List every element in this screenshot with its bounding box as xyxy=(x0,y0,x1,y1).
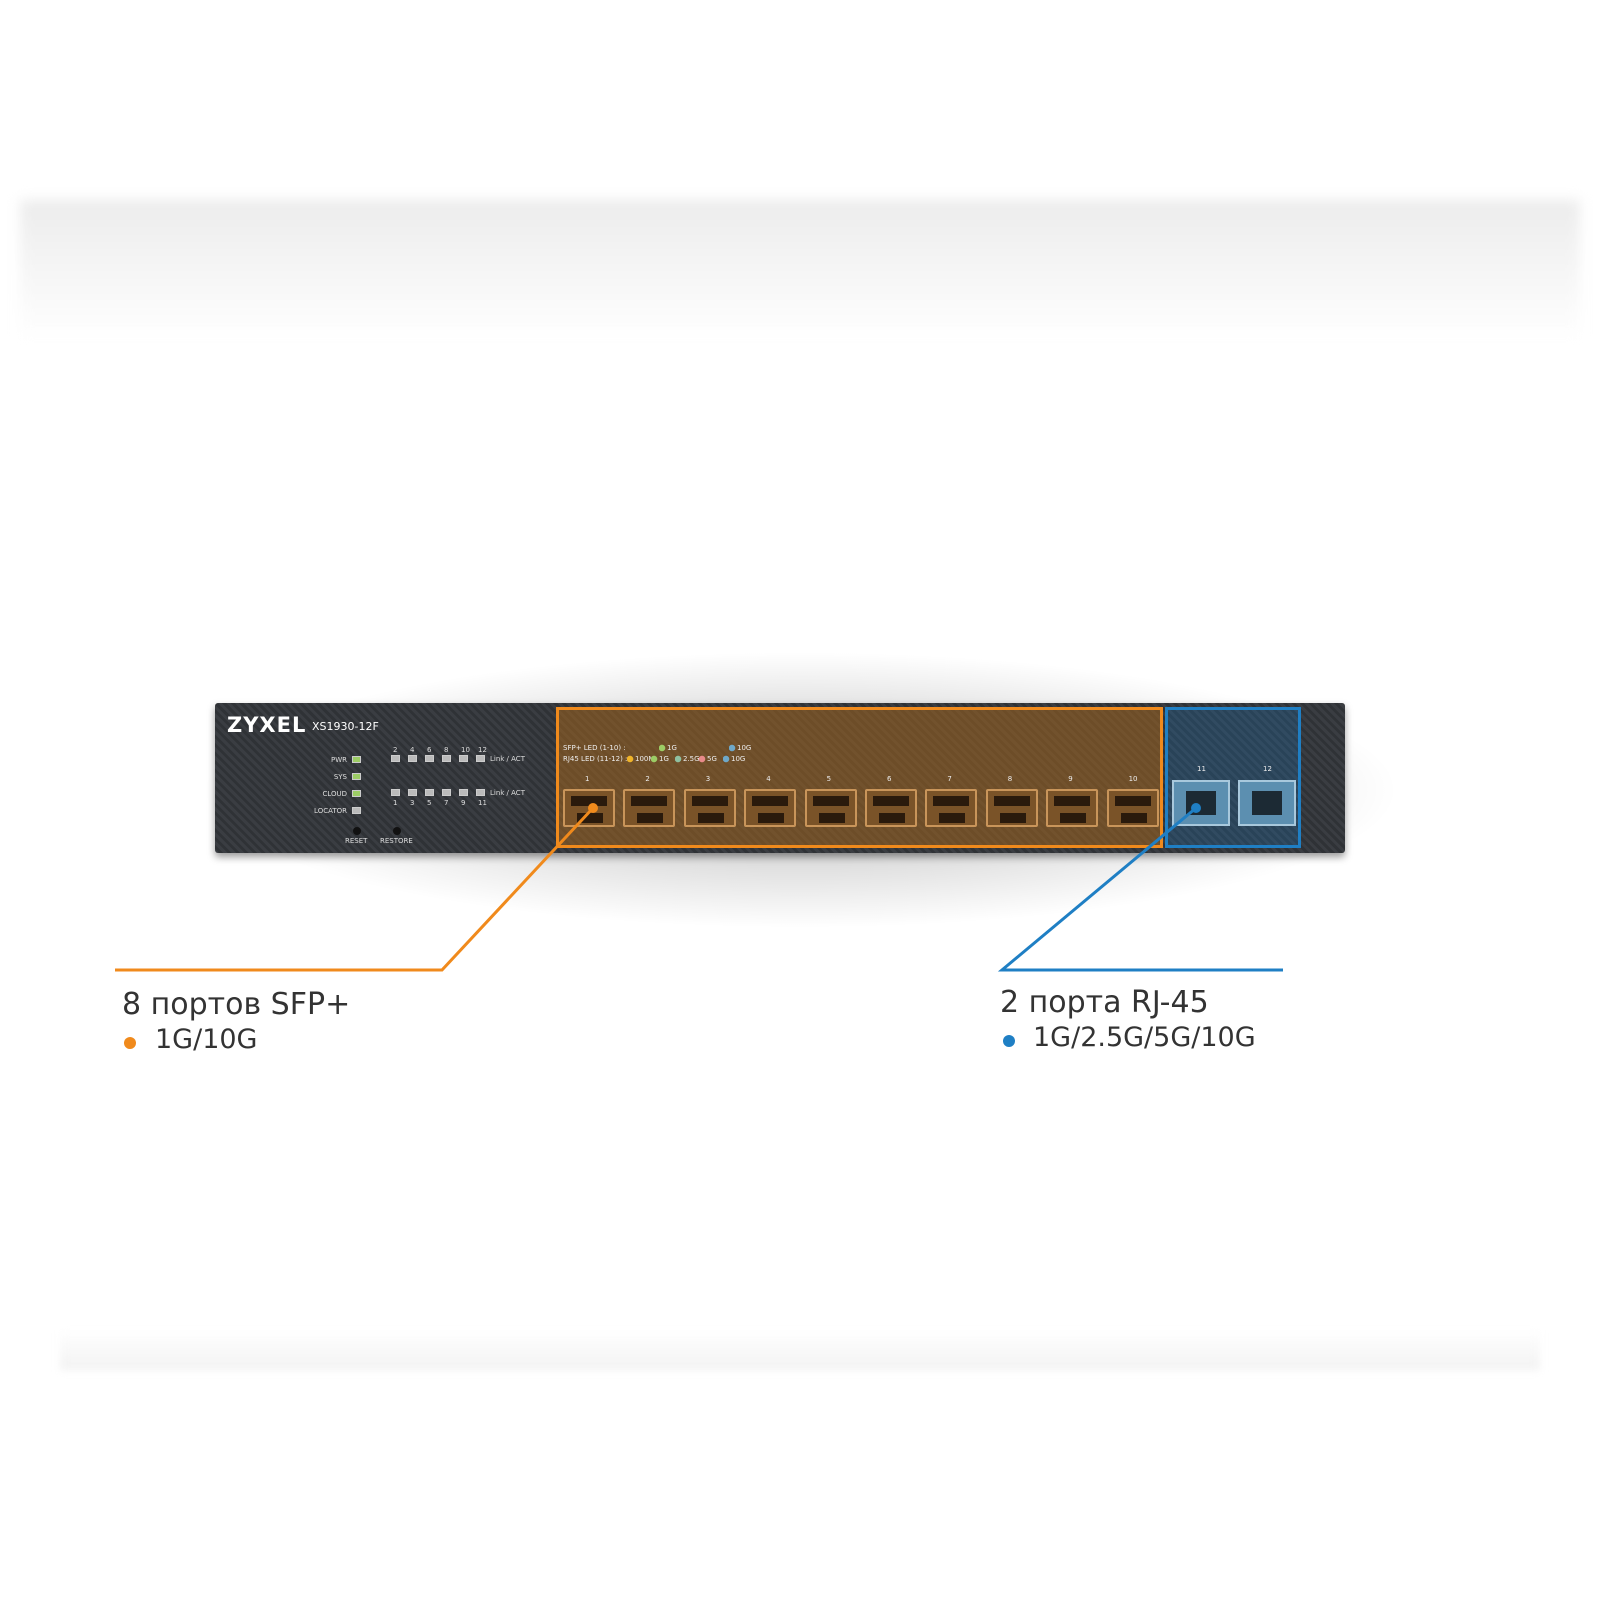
reset-button[interactable] xyxy=(353,827,361,835)
sfp-callout-line xyxy=(115,806,595,972)
bullet-icon xyxy=(124,1037,136,1049)
port-number: 6 xyxy=(427,746,432,754)
port-led xyxy=(442,755,451,762)
sfp-port-number: 1 xyxy=(585,775,590,783)
sfp-callout-anchor xyxy=(588,803,598,813)
port-led xyxy=(408,755,417,762)
port-number: 1 xyxy=(393,799,398,807)
port-led xyxy=(391,755,400,762)
status-led-label: LOCATOR xyxy=(314,807,347,815)
sfp-port[interactable] xyxy=(865,789,917,827)
rj45-callout-line xyxy=(997,806,1283,972)
port-led xyxy=(459,789,468,796)
sfp-port[interactable] xyxy=(1046,789,1099,827)
status-led-label: SYS xyxy=(333,773,347,781)
status-led-label: CLOUD xyxy=(322,790,347,798)
port-number: 8 xyxy=(444,746,449,754)
rj45-port[interactable] xyxy=(1238,780,1296,826)
sfp-legend-item: 1G xyxy=(659,744,677,752)
sfp-port[interactable] xyxy=(804,789,857,827)
status-led-locator xyxy=(352,807,361,814)
sfp-port[interactable] xyxy=(563,789,615,827)
sfp-port-number: 3 xyxy=(705,775,711,783)
port-led xyxy=(476,789,485,796)
sfp-port[interactable] xyxy=(985,789,1038,827)
port-number: 12 xyxy=(478,746,487,754)
link-act-label: Link / ACT xyxy=(490,755,525,763)
sfp-port-number: 10 xyxy=(1128,775,1138,783)
rj45-legend-item: 10G xyxy=(723,755,746,763)
port-led xyxy=(408,789,417,796)
brand-logo: ZYXEL xyxy=(227,713,307,737)
rj45-legend-item: 5G xyxy=(699,755,717,763)
port-led xyxy=(476,755,485,762)
status-led-cloud xyxy=(352,790,361,797)
sfp-led-legend: SFP+ LED (1-10) : xyxy=(563,744,626,752)
rj45-led-legend: RJ45 LED (11-12) : xyxy=(563,755,628,763)
port-led xyxy=(459,755,468,762)
port-led xyxy=(425,789,434,796)
sfp-port[interactable] xyxy=(744,789,797,827)
port-number: 4 xyxy=(410,746,415,754)
port-led xyxy=(425,755,434,762)
rj45-callout-anchor xyxy=(1191,803,1201,813)
rj45-legend-item: 1G xyxy=(651,755,669,763)
sfp-port[interactable] xyxy=(1106,789,1159,827)
status-led-label: PWR xyxy=(330,756,347,764)
rj45-callout-title: 2 порта RJ-45 xyxy=(1000,985,1209,1020)
sfp-port-number: 6 xyxy=(887,775,892,783)
restore-button[interactable] xyxy=(393,827,401,835)
status-led-sys xyxy=(352,773,361,780)
sfp-port[interactable] xyxy=(925,789,978,827)
rj45-callout-speed: 1G/2.5G/5G/10G xyxy=(1033,1022,1256,1053)
restore-label: RESTORE xyxy=(380,837,413,845)
sfp-port-number: 9 xyxy=(1068,775,1073,783)
network-switch: ZYXEL XS1930-12F PWR SYS CLOUD LOCATOR 2 4 6 8 1… xyxy=(215,703,1345,853)
port-number: 3 xyxy=(410,799,415,807)
sfp-legend-item: 10G xyxy=(729,744,752,752)
rj45-port-number: 12 xyxy=(1263,765,1272,773)
port-led xyxy=(442,789,451,796)
rj45-legend-item: 2.5G xyxy=(675,755,700,763)
reset-label: RESET xyxy=(345,837,368,845)
model-label: XS1930-12F xyxy=(312,720,379,733)
background-band xyxy=(20,200,1580,340)
port-number: 7 xyxy=(444,799,449,807)
port-led xyxy=(391,789,400,796)
background-band xyxy=(60,1330,1540,1370)
sfp-port-number: 2 xyxy=(645,775,650,783)
link-act-label: Link / ACT xyxy=(490,789,525,797)
port-number: 9 xyxy=(461,799,466,807)
rj45-legend-item: 100M xyxy=(627,755,655,763)
sfp-callout-title: 8 портов SFP+ xyxy=(122,987,351,1022)
port-number: 10 xyxy=(461,746,470,754)
sfp-port-number: 8 xyxy=(1007,775,1013,783)
sfp-port[interactable] xyxy=(623,789,676,827)
status-led-pwr xyxy=(352,756,361,763)
rj45-port-number: 11 xyxy=(1197,765,1206,773)
port-number: 11 xyxy=(478,799,487,807)
sfp-port[interactable] xyxy=(683,789,736,827)
sfp-port-number: 7 xyxy=(947,775,952,783)
sfp-callout-speed: 1G/10G xyxy=(155,1024,258,1055)
sfp-port-number: 4 xyxy=(766,775,771,783)
port-number: 2 xyxy=(393,746,398,754)
sfp-port-number: 5 xyxy=(826,775,832,783)
port-number: 5 xyxy=(427,799,432,807)
bullet-icon xyxy=(1003,1035,1015,1047)
